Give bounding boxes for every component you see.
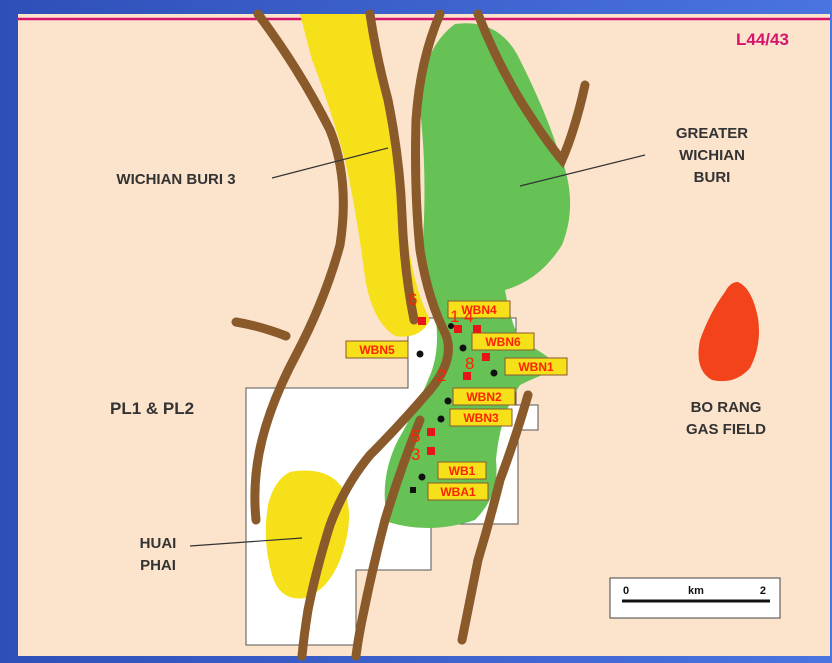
bo-rang-gas-field	[698, 282, 759, 382]
prospect-6-marker	[418, 317, 426, 325]
label-gas-field: GAS FIELD	[686, 421, 766, 438]
well-label-wbn4: WBN4	[461, 303, 497, 317]
well-dot-wbn4	[448, 323, 454, 329]
well-label-wb1: WB1	[449, 464, 476, 478]
label-greater: GREATER	[676, 125, 748, 142]
prospect-1-marker	[454, 325, 462, 333]
prospect-number-1: 1	[450, 307, 459, 326]
fault-lines	[231, 9, 590, 661]
label-huai: HUAI	[140, 535, 177, 552]
fault-west-branch	[231, 317, 291, 341]
label-wichian-buri-3: WICHIAN BURI 3	[116, 171, 235, 188]
block-label: L44/43	[736, 30, 789, 49]
prospect-5-marker	[427, 428, 435, 436]
label-wichian: WICHIAN	[679, 147, 745, 164]
well-markers	[410, 323, 498, 493]
well-dot-wbn6	[459, 344, 467, 352]
fault-middle-left	[365, 9, 419, 325]
fault-middle-main	[297, 9, 453, 661]
scale-end-label: 2	[760, 585, 766, 597]
scale-start-label: 0	[623, 585, 629, 597]
well-dot-wbn5	[416, 350, 424, 358]
well-dot-wbn2	[444, 397, 452, 405]
huai-phai-field	[265, 470, 349, 599]
well-label-wba1: WBA1	[440, 485, 476, 499]
well-box-wbn4	[447, 300, 511, 319]
well-box-wbn6	[471, 332, 535, 351]
well-box-wb1	[437, 461, 487, 480]
prospect-number-4: 4	[464, 307, 473, 326]
well-box-wbn3	[449, 408, 513, 427]
prospect-8-marker	[482, 353, 490, 361]
prospect-markers	[418, 317, 490, 455]
label-pl1-pl2: PL1 & PL2	[110, 399, 194, 418]
well-box-wbn5	[345, 340, 409, 359]
prospect-4-marker	[473, 325, 481, 333]
fault-south-east	[457, 390, 533, 645]
well-label-wbn3: WBN3	[463, 411, 499, 425]
scale-bar-box	[609, 577, 781, 619]
well-label-wbn5: WBN5	[359, 343, 395, 357]
well-box-wba1	[427, 482, 489, 501]
prospect-2-marker	[463, 372, 471, 380]
fault-west-main	[250, 9, 348, 525]
prospect-number-5: 5	[411, 427, 420, 446]
well-dot-wbn1	[490, 369, 498, 377]
well-label-wbn6: WBN6	[485, 335, 521, 349]
fault-east-green	[473, 9, 590, 169]
well-label-wbn2: WBN2	[466, 390, 502, 404]
fault-south-center	[351, 415, 425, 661]
well-box-wbn1	[504, 357, 568, 376]
scale-unit-label: km	[688, 585, 704, 597]
prospect-number-3: 3	[411, 445, 420, 464]
label-phai: PHAI	[140, 557, 176, 574]
prospect-3-marker	[427, 447, 435, 455]
well-dot-wb1	[418, 473, 426, 481]
leader-wichian-buri-3	[271, 147, 389, 179]
label-bo-rang: BO RANG	[691, 399, 762, 416]
leader-lines	[189, 147, 646, 547]
prospect-number-2: 2	[437, 366, 446, 385]
scale-bar: 0 km 2	[609, 577, 781, 619]
well-label-wbn1: WBN1	[518, 360, 554, 374]
leader-greater-wichian-buri	[519, 154, 646, 187]
prospect-number-8: 8	[465, 354, 474, 373]
label-buri: BURI	[694, 169, 731, 186]
well-boxes	[345, 300, 568, 501]
greater-wichian-buri-field	[384, 23, 571, 529]
wichian-buri-3-field	[300, 14, 430, 337]
prospect-number-6: 6	[408, 290, 417, 309]
leader-huai-phai	[189, 537, 303, 547]
well-dot-wba1	[410, 487, 416, 493]
well-box-wbn2	[452, 387, 516, 406]
well-dot-wbn3	[437, 415, 445, 423]
